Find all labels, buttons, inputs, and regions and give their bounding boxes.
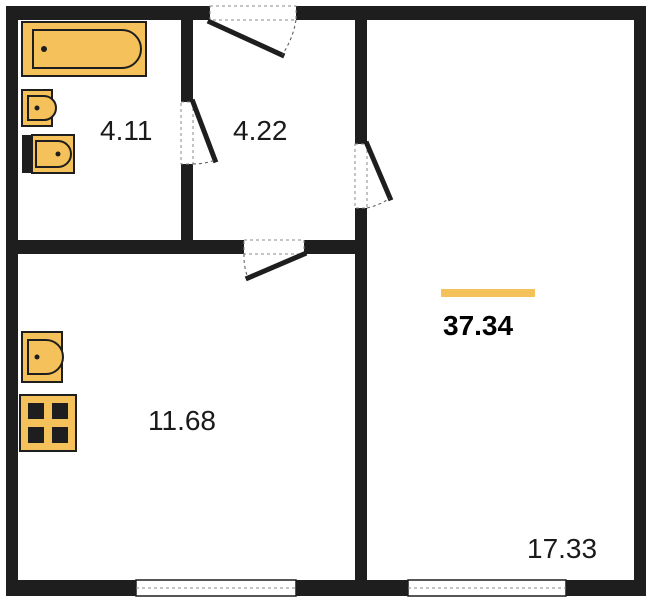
bathtub-basin — [32, 29, 142, 69]
kitchen-door-swing — [243, 253, 249, 279]
room-door-leaf — [363, 140, 394, 202]
bathtub-drain — [41, 46, 47, 52]
living-room-window — [407, 579, 567, 597]
kitchen-door-opening — [243, 239, 305, 255]
outer-walls — [6, 6, 646, 596]
wall-bottom-middle — [296, 580, 408, 596]
wall-horizontal-right — [304, 240, 366, 254]
wall-right — [634, 6, 646, 596]
kitchen-area-label: 11.68 — [148, 405, 216, 436]
entrance-opening — [209, 5, 297, 21]
bathroom-sink-drain — [34, 105, 40, 111]
toilet-drain — [55, 151, 61, 157]
entrance-door-leaf — [206, 18, 286, 59]
wall-top-left — [6, 6, 210, 20]
kitchen-door-leaf — [244, 250, 308, 282]
wall-top-right — [296, 6, 646, 20]
bathroom-door — [180, 98, 219, 165]
toilet-bowl — [35, 140, 72, 168]
interior-walls — [18, 18, 367, 590]
kitchen-door — [243, 239, 308, 282]
kitchen-sink-basin — [27, 339, 64, 375]
living-room-area-label: 17.33 — [527, 533, 597, 564]
toilet — [22, 134, 75, 174]
bathroom-door-leaf — [189, 98, 219, 164]
wall-bottom-left — [6, 580, 136, 596]
kitchen-sink-drain — [34, 354, 40, 360]
kitchen-window — [135, 579, 297, 597]
entrance-door-swing — [281, 19, 297, 56]
kitchen-sink — [21, 331, 64, 383]
bathroom-sink — [21, 89, 57, 127]
wall-center-upper — [355, 18, 367, 144]
wall-center-lower — [355, 208, 367, 590]
stove-burner-4 — [52, 427, 68, 443]
stove-burner-1 — [28, 403, 44, 419]
room-door-swing — [366, 197, 391, 209]
bathroom-area-label: 4.11 — [100, 115, 152, 146]
toilet-tank — [22, 135, 32, 173]
bathroom-door-opening — [180, 101, 194, 165]
room-door-opening — [354, 143, 368, 209]
stove — [19, 394, 77, 452]
wall-horizontal-left — [18, 240, 244, 254]
wall-bath-hall-lower — [181, 164, 193, 244]
stove-burner-2 — [52, 403, 68, 419]
wall-bath-hall-upper — [181, 18, 193, 102]
wall-bottom-right — [566, 580, 646, 596]
total-area-label: 37.34 — [443, 310, 513, 341]
bathtub — [21, 21, 147, 77]
bathroom-sink-basin — [27, 95, 57, 121]
entrance-door — [206, 5, 297, 59]
total-area-accent-bar — [441, 289, 535, 297]
room-door — [354, 140, 394, 209]
stove-burner-3 — [28, 427, 44, 443]
wall-left — [6, 6, 18, 596]
hallway-area-label: 4.22 — [233, 115, 288, 146]
bathroom-door-swing — [192, 159, 216, 165]
